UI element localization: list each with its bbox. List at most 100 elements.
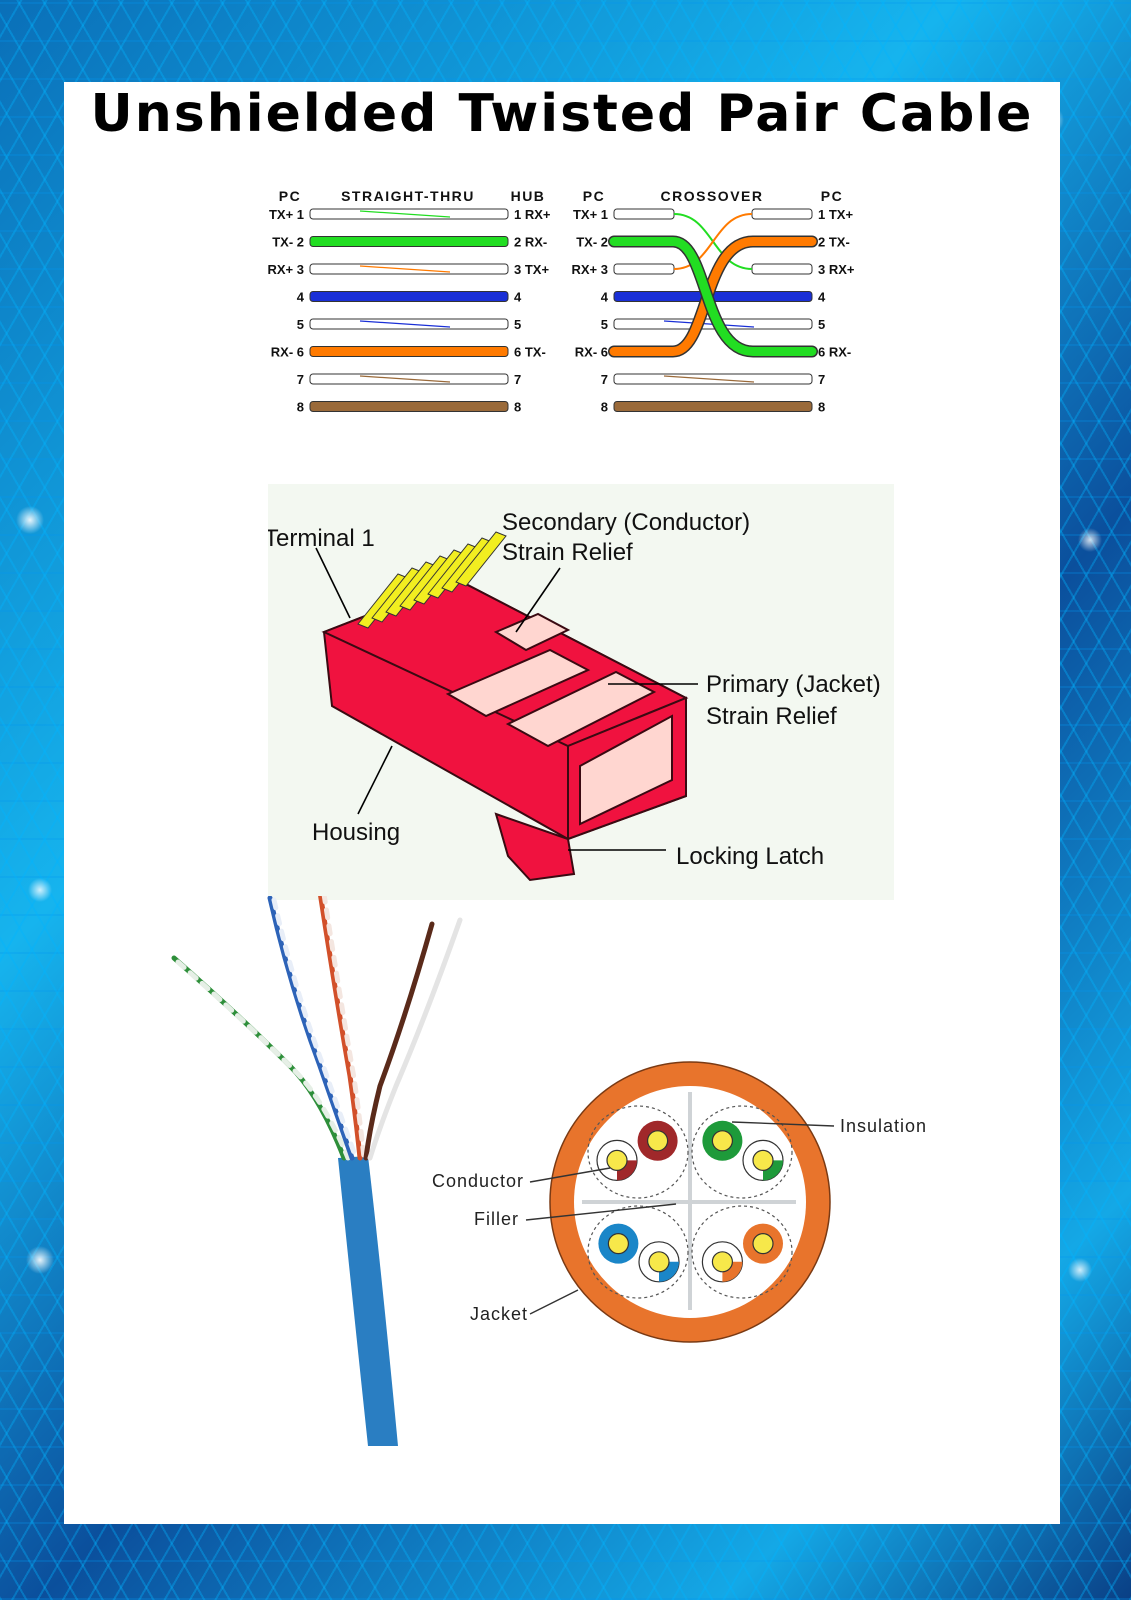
twisted-pairs: [587, 1105, 793, 1299]
wire-solid: [309, 291, 509, 302]
left-pin-label: 8: [601, 400, 608, 415]
wire-stripe: [359, 265, 451, 273]
conductor-core: [607, 1233, 629, 1255]
left-pin-label: 5: [601, 317, 608, 332]
cable-jacket: [338, 1156, 398, 1446]
wire-stripe: [359, 210, 451, 218]
conductor-core: [752, 1149, 774, 1172]
jacket-label: Jacket: [470, 1304, 528, 1324]
pair-boundary: [587, 1205, 689, 1299]
conductor-core: [752, 1233, 774, 1255]
left-pin-label: TX+ 1: [269, 207, 304, 222]
terminal-contacts: [357, 531, 507, 629]
left-pin-label: 8: [297, 400, 304, 415]
pair-boundary: [691, 1205, 793, 1299]
wiring-left-header: PC: [583, 188, 605, 204]
conductor-core: [711, 1130, 733, 1152]
wire-striped: [613, 208, 675, 220]
left-pin-label: 7: [601, 372, 608, 387]
crossover-orange-stripe: [673, 213, 753, 270]
blue-pair-stripe: [271, 897, 359, 1161]
blue-pair: [267, 896, 355, 1161]
right-pin-label: 8: [818, 400, 825, 415]
right-pin-label: 1 TX+: [818, 207, 853, 222]
wiring-left-header: PC: [279, 188, 301, 204]
utp-cable-photo: [171, 896, 463, 1446]
wire-striped: [751, 208, 813, 220]
cable-entry-opening: [579, 714, 673, 826]
conductor-core: [647, 1130, 669, 1152]
wire-stripe: [359, 320, 451, 328]
insulation-label: Insulation: [840, 1116, 927, 1136]
right-pin-label: 7: [818, 372, 825, 387]
green-pair-stripe: [175, 959, 351, 1161]
left-pin-label: TX- 2: [272, 235, 304, 250]
left-pin-label: TX- 2: [576, 235, 608, 250]
crossover-diagram: PC CROSSOVER PC TX+ 1 1 TX+ TX- 2 2 TX- RX+ 3 3 …: [572, 188, 855, 415]
cable-cross-section: Insulation Conductor Filler Jacket: [432, 1061, 927, 1343]
left-pin-label: 4: [601, 290, 609, 305]
wiring-right-header: PC: [821, 188, 843, 204]
right-pin-label: 7: [514, 372, 521, 387]
right-pin-label: 2 TX-: [818, 235, 850, 250]
wiring-right-header: HUB: [511, 188, 546, 204]
right-pin-label: 6 RX-: [818, 345, 851, 360]
wiring-center-header: CROSSOVER: [661, 188, 764, 204]
terminal-contact: [455, 531, 507, 587]
secondary-label-line1: Secondary (Conductor): [502, 509, 750, 536]
conductor-core: [648, 1251, 670, 1273]
terminal-label: Terminal 1: [268, 525, 375, 552]
straight-thru-diagram: PC STRAIGHT-THRU HUB TX+ 1 1 RX+ TX- 2 2 RX- RX…: [268, 188, 551, 415]
right-pin-label: 4: [818, 290, 826, 305]
orange-pair-stripe: [321, 896, 367, 1161]
pair-boundary: [691, 1105, 793, 1199]
conductor-core: [711, 1251, 733, 1273]
right-pin-label: 5: [818, 317, 825, 332]
wiring-center-header: STRAIGHT-THRU: [341, 188, 475, 204]
wire-striped: [751, 263, 813, 275]
wire-solid: [309, 401, 509, 412]
locking-latch-label: Locking Latch: [676, 843, 824, 870]
rj45-connector-diagram: Terminal 1 Secondary (Conductor) Strain …: [268, 484, 894, 900]
page-title: Unshielded Twisted Pair Cable: [90, 84, 1034, 144]
wire-striped: [613, 263, 675, 275]
right-pin-label: 3 TX+: [514, 262, 549, 277]
right-pin-label: 5: [514, 317, 521, 332]
primary-label-line1: Primary (Jacket): [706, 671, 881, 698]
right-pin-label: 3 RX+: [818, 262, 855, 277]
wire-solid: [309, 346, 509, 357]
right-pin-label: 1 RX+: [514, 207, 551, 222]
wire-stripe: [359, 375, 451, 383]
left-pin-label: RX+ 3: [268, 262, 305, 277]
right-pin-label: 4: [514, 290, 522, 305]
left-pin-label: RX+ 3: [572, 262, 609, 277]
wire-stripe: [663, 320, 755, 328]
left-pin-label: TX+ 1: [573, 207, 608, 222]
secondary-label-line2: Strain Relief: [502, 539, 633, 566]
crossover-green-wire: [609, 237, 817, 356]
left-pin-label: 5: [297, 317, 304, 332]
locking-latch: [494, 812, 576, 882]
brown-pair-stripe: [367, 917, 463, 1161]
brown-pair: [363, 921, 435, 1161]
primary-label-line2: Strain Relief: [706, 703, 837, 730]
conductor-label: Conductor: [432, 1171, 524, 1191]
orange-pair: [318, 896, 363, 1161]
right-pin-label: 8: [514, 400, 521, 415]
wiring-diagram: PC STRAIGHT-THRU HUB TX+ 1 1 RX+ TX- 2 2 RX- RX…: [268, 188, 855, 415]
pair-boundary: [587, 1105, 689, 1199]
primary-strain-relief-opening: [505, 670, 657, 748]
housing-label: Housing: [312, 819, 400, 846]
conductor-core: [606, 1149, 628, 1172]
right-pin-label: 6 TX-: [514, 345, 546, 360]
wire-solid: [613, 401, 813, 412]
right-pin-label: 2 RX-: [514, 235, 547, 250]
filler-label: Filler: [474, 1209, 519, 1229]
left-pin-label: RX- 6: [575, 345, 608, 360]
left-pin-label: RX- 6: [271, 345, 304, 360]
wire-solid: [309, 236, 509, 247]
wire-stripe: [663, 375, 755, 383]
left-pin-label: 7: [297, 372, 304, 387]
left-pin-label: 4: [297, 290, 305, 305]
inner-channel: [445, 648, 591, 718]
